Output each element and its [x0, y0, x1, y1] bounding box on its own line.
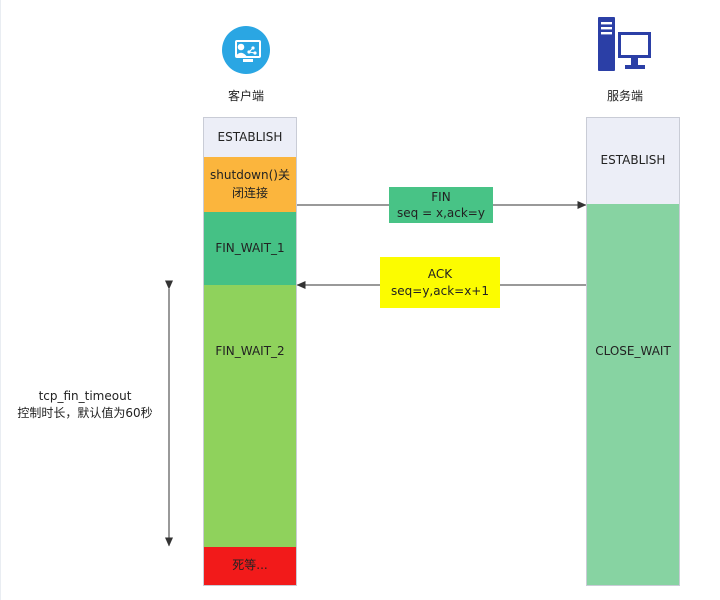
client-state-shutdown: shutdown()关闭连接 — [204, 157, 296, 212]
server-computer-icon — [596, 16, 654, 74]
server-state-close-wait: CLOSE_WAIT — [587, 204, 679, 585]
client-computer-icon — [222, 26, 270, 74]
server-state-establish: ESTABLISH — [587, 118, 679, 204]
fin-title: FIN — [431, 189, 451, 204]
ack-title: ACK — [427, 267, 453, 282]
timeout-note: tcp_fin_timeout 控制时长，默认值为60秒 — [6, 388, 164, 423]
fin-detail: seq = x,ack=y — [397, 206, 485, 220]
fin-message-box: FIN seq = x,ack=y — [389, 187, 493, 223]
server-label: 服务端 — [606, 89, 643, 103]
timeout-note-line2: 控制时长，默认值为60秒 — [17, 406, 153, 421]
client-state-establish: ESTABLISH — [204, 118, 296, 157]
ack-message-box: ACK seq=y,ack=x+1 — [380, 257, 500, 308]
timeout-note-line1: tcp_fin_timeout — [38, 389, 132, 403]
client-state-dead-wait: 死等... — [204, 547, 296, 585]
client-label: 客户端 — [227, 89, 264, 103]
ack-detail: seq=y,ack=x+1 — [391, 283, 489, 298]
left-divider — [0, 0, 1, 600]
client-state-fin-wait-1: FIN_WAIT_1 — [204, 212, 296, 285]
client-timeline — [203, 117, 297, 586]
client-state-fin-wait-2: FIN_WAIT_2 — [204, 285, 296, 547]
server-timeline — [586, 117, 680, 586]
